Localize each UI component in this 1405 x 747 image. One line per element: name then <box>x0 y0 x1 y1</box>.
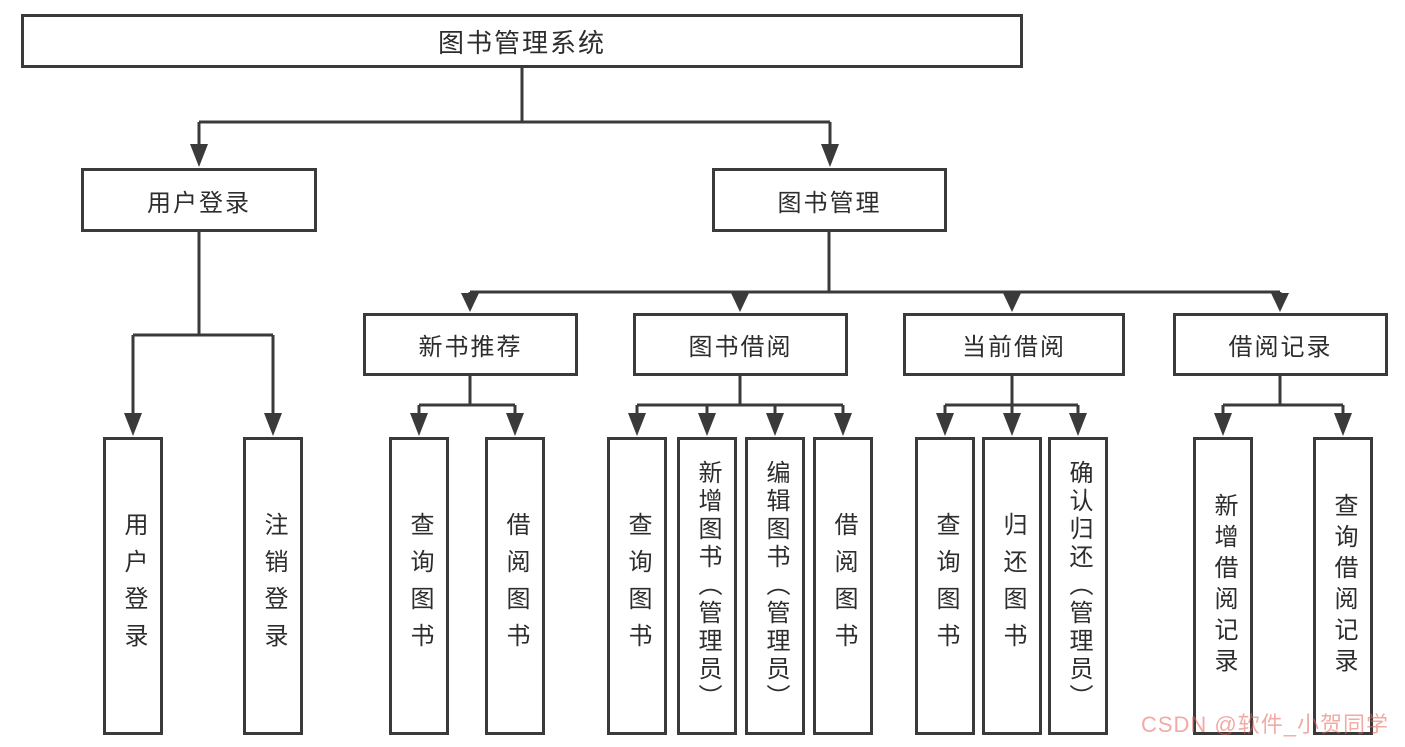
node-label: 编辑图书（管理员） <box>762 460 789 712</box>
arrowhead-icon <box>821 144 839 167</box>
connector-borrowing-records-to-leaves <box>1221 376 1345 415</box>
arrowhead-icon <box>190 144 208 167</box>
node-label: 查询图书 <box>932 512 959 660</box>
node-leaf-add-borrow-record: 新增借阅记录 <box>1193 437 1253 735</box>
arrowhead-icon <box>124 413 142 436</box>
node-label: 新增借阅记录 <box>1210 493 1237 679</box>
arrowhead-icon <box>698 413 716 436</box>
node-label: 查询图书 <box>406 512 433 660</box>
node-leaf-query-books-current: 查询图书 <box>915 437 975 735</box>
node-label: 借阅记录 <box>1228 334 1333 361</box>
node-label: 新增图书（管理员） <box>694 460 721 712</box>
node-leaf-confirm-return-admin: 确认归还（管理员） <box>1048 437 1108 735</box>
node-leaf-borrow-books-borrowing: 借阅图书 <box>813 437 873 735</box>
node-leaf-edit-book-admin: 编辑图书（管理员） <box>745 437 805 735</box>
arrowhead-icon <box>1069 413 1087 436</box>
arrowhead-icon <box>1003 413 1021 436</box>
node-label: 查询借阅记录 <box>1330 493 1357 679</box>
connector-new-book-recommend-to-leaves <box>417 376 517 415</box>
node-leaf-add-book-admin: 新增图书（管理员） <box>677 437 737 735</box>
node-label: 图书管理系统 <box>437 27 606 58</box>
node-book-management: 图书管理 <box>712 168 947 232</box>
node-book-borrowing: 图书借阅 <box>633 313 848 376</box>
arrowhead-icon <box>461 293 479 312</box>
node-leaf-query-books-recommend: 查询图书 <box>389 437 449 735</box>
connector-current-borrowing-to-leaves <box>943 376 1080 415</box>
arrowheads <box>124 144 1352 436</box>
node-user-login: 用户登录 <box>81 168 317 232</box>
node-leaf-borrow-books-recommend: 借阅图书 <box>485 437 545 735</box>
arrowhead-icon <box>628 413 646 436</box>
arrowhead-icon <box>1003 293 1021 312</box>
node-label: 图书借阅 <box>688 334 793 361</box>
arrowhead-icon <box>731 293 749 312</box>
arrowhead-icon <box>1214 413 1232 436</box>
node-current-borrowing: 当前借阅 <box>903 313 1125 376</box>
node-leaf-logout: 注销登录 <box>243 437 303 735</box>
node-label: 用户登录 <box>147 189 251 217</box>
arrowhead-icon <box>1271 293 1289 312</box>
connector-user-login-to-leaves <box>131 232 275 415</box>
node-label: 借阅图书 <box>502 512 529 660</box>
connector-book-management-to-level3 <box>468 232 1282 296</box>
arrowhead-icon <box>936 413 954 436</box>
node-label: 用户登录 <box>120 512 147 660</box>
node-leaf-user-login: 用户登录 <box>103 437 163 735</box>
node-label: 图书管理 <box>777 189 882 217</box>
node-new-book-recommend: 新书推荐 <box>363 313 578 376</box>
node-library-management-system: 图书管理系统 <box>21 14 1023 68</box>
connector-book-borrowing-to-leaves <box>635 376 845 415</box>
arrowhead-icon <box>834 413 852 436</box>
node-label: 当前借阅 <box>962 334 1066 361</box>
arrowhead-icon <box>410 413 428 436</box>
node-label: 归还图书 <box>999 512 1026 660</box>
node-leaf-return-books: 归还图书 <box>982 437 1042 735</box>
node-label: 确认归还（管理员） <box>1065 460 1092 712</box>
node-label: 借阅图书 <box>830 512 857 660</box>
arrowhead-icon <box>766 413 784 436</box>
csdn-watermark: CSDN @软件_小贺同学 <box>1140 712 1389 737</box>
node-leaf-query-books-borrowing: 查询图书 <box>607 437 667 735</box>
node-label: 查询图书 <box>624 512 651 660</box>
node-leaf-query-borrow-record: 查询借阅记录 <box>1313 437 1373 735</box>
arrowhead-icon <box>1334 413 1352 436</box>
node-label: 新书推荐 <box>418 334 523 361</box>
node-label: 注销登录 <box>260 512 287 660</box>
arrowhead-icon <box>264 413 282 436</box>
connector-root-to-level2 <box>197 68 832 146</box>
node-borrowing-records: 借阅记录 <box>1173 313 1388 376</box>
arrowhead-icon <box>506 413 524 436</box>
